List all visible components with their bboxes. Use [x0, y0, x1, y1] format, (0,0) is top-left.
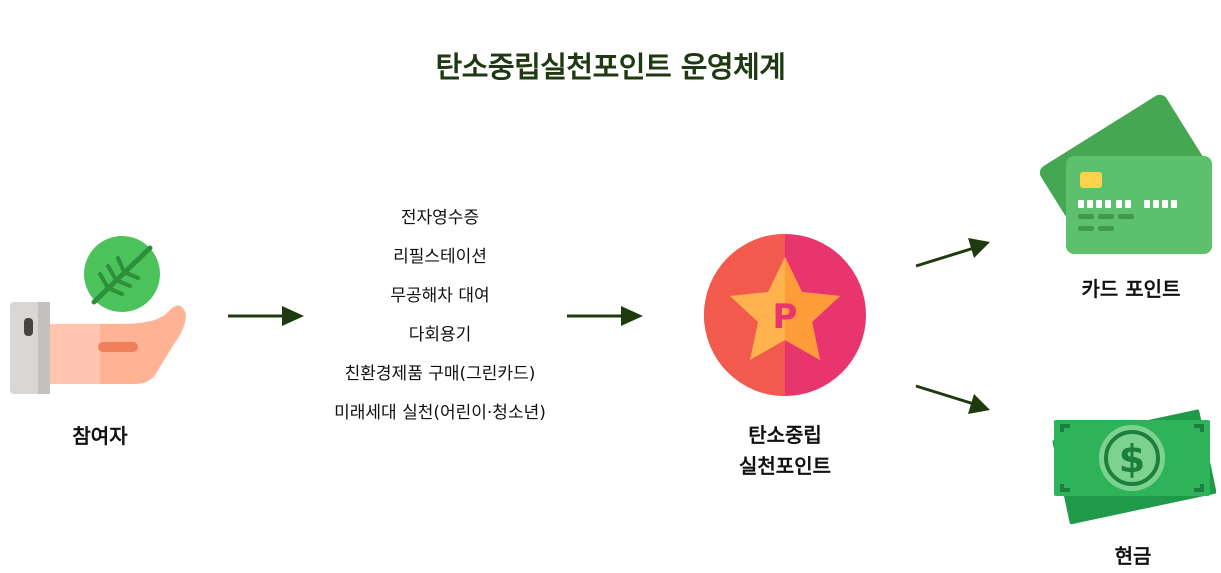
points-label-line1: 탄소중립 — [748, 423, 822, 447]
credit-card-icon — [1039, 94, 1212, 254]
arrow-up-right-icon — [915, 238, 990, 268]
activity-item: 다회용기 — [408, 325, 472, 345]
diagram-title: 탄소중립실천포인트 운영체계 — [435, 50, 786, 84]
point-badge-letter: P — [773, 297, 798, 337]
participant-label: 참여자 — [72, 424, 128, 448]
point-coin-icon: P — [704, 234, 866, 396]
activity-item: 미래세대 실천(어린이·청소년) — [334, 403, 546, 423]
cash-label: 현금 — [1114, 544, 1152, 568]
activity-item: 전자영수증 — [400, 208, 480, 228]
activity-item: 무공해차 대여 — [390, 286, 490, 306]
points-label: 탄소중립 실천포인트 — [690, 420, 880, 482]
arrow-down-right-icon — [915, 384, 990, 414]
arrow-right-icon — [228, 306, 304, 326]
cash-icon: $ — [1052, 409, 1216, 525]
points-label-line2: 실천포인트 — [739, 454, 831, 478]
dollar-sign-icon: $ — [1119, 437, 1145, 481]
activity-item: 리필스테이션 — [393, 247, 487, 267]
activity-item: 친환경제품 구매(그린카드) — [344, 364, 536, 384]
hand-leaf-icon — [10, 236, 186, 394]
card-point-label: 카드 포인트 — [1081, 277, 1181, 301]
arrow-right-icon — [567, 306, 643, 326]
activity-list: 전자영수증 리필스테이션 무공해차 대여 다회용기 친환경제품 구매(그린카드)… — [300, 202, 580, 436]
